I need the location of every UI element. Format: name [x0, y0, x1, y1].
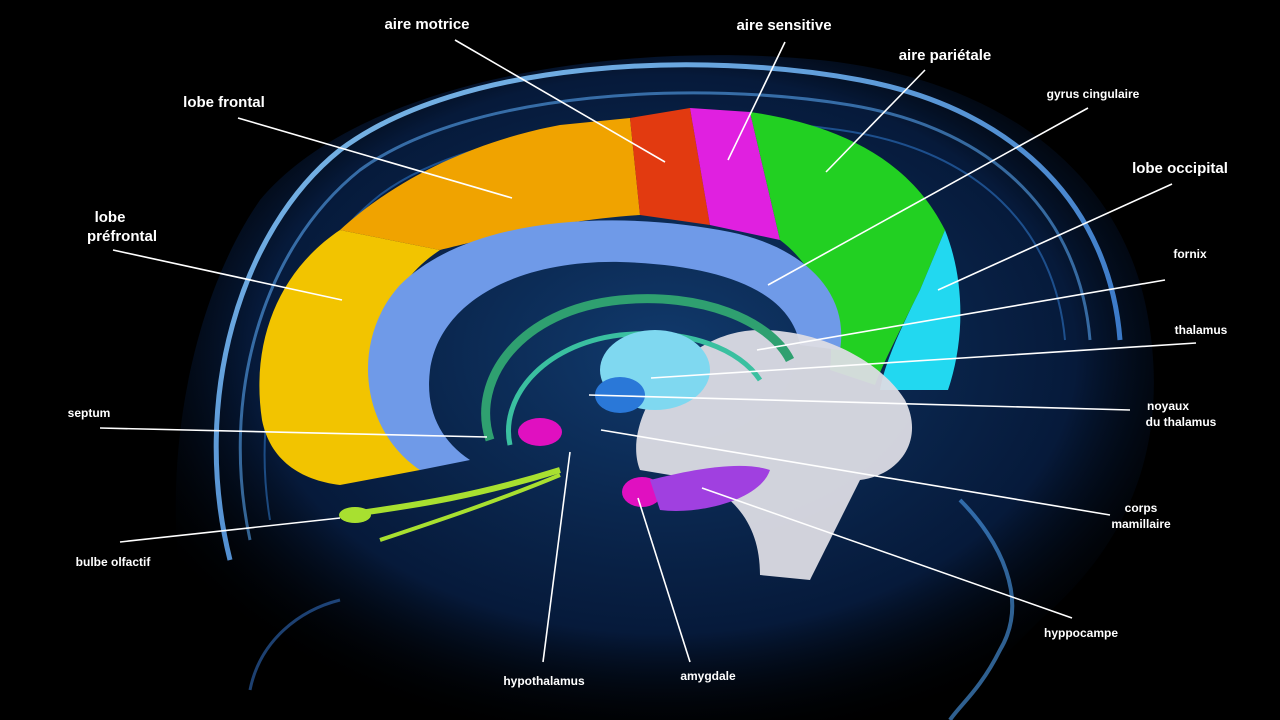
- septum-body: [518, 418, 562, 446]
- label-aire-sensitive: aire sensitive: [736, 17, 831, 34]
- cerebellum: [636, 330, 913, 580]
- label-lobe-prefrontal-line1: lobe: [95, 209, 126, 226]
- label-lobe-prefrontal-line2: préfrontal: [87, 228, 157, 245]
- label-septum: septum: [68, 406, 111, 420]
- lobe-occipital-region: [880, 230, 961, 390]
- label-gyrus-cingulaire: gyrus cingulaire: [1047, 87, 1140, 101]
- aire-sensitive-region: [690, 108, 780, 240]
- cortex: [259, 108, 961, 485]
- label-lobe-occipital: lobe occipital: [1132, 160, 1228, 177]
- aire-motrice-region: [630, 108, 710, 225]
- deep-structures: [339, 294, 795, 542]
- lobe-frontal-region: [340, 118, 640, 250]
- label-thalamus: thalamus: [1175, 323, 1228, 337]
- fornix-arc: [481, 294, 795, 442]
- leader-lines: [99, 39, 1197, 663]
- label-bulbe-olfactif: bulbe olfactif: [76, 555, 152, 569]
- olfactory-tract: [344, 467, 561, 518]
- label-aire-parietale: aire pariétale: [899, 47, 992, 64]
- labels: aire motrice aire sensitive aire pariéta…: [68, 16, 1228, 688]
- gyrus-cingulaire-region: [367, 220, 842, 470]
- label-lobe-frontal: lobe frontal: [183, 94, 265, 111]
- aire-parietale-region: [750, 112, 945, 385]
- label-fornix: fornix: [1173, 247, 1207, 261]
- label-noyaux-line1: noyaux: [1147, 399, 1189, 413]
- label-noyaux-line2: du thalamus: [1146, 415, 1217, 429]
- label-hyppocampe: hyppocampe: [1044, 626, 1118, 640]
- label-corps-line1: corps: [1125, 501, 1158, 515]
- olfactory-bulb: [339, 507, 371, 523]
- label-corps-line2: mamillaire: [1111, 517, 1171, 531]
- label-hypothalamus: hypothalamus: [503, 674, 585, 688]
- label-amygdale: amygdale: [680, 669, 736, 683]
- hippocampus-body: [650, 465, 770, 511]
- label-aire-motrice: aire motrice: [384, 16, 469, 33]
